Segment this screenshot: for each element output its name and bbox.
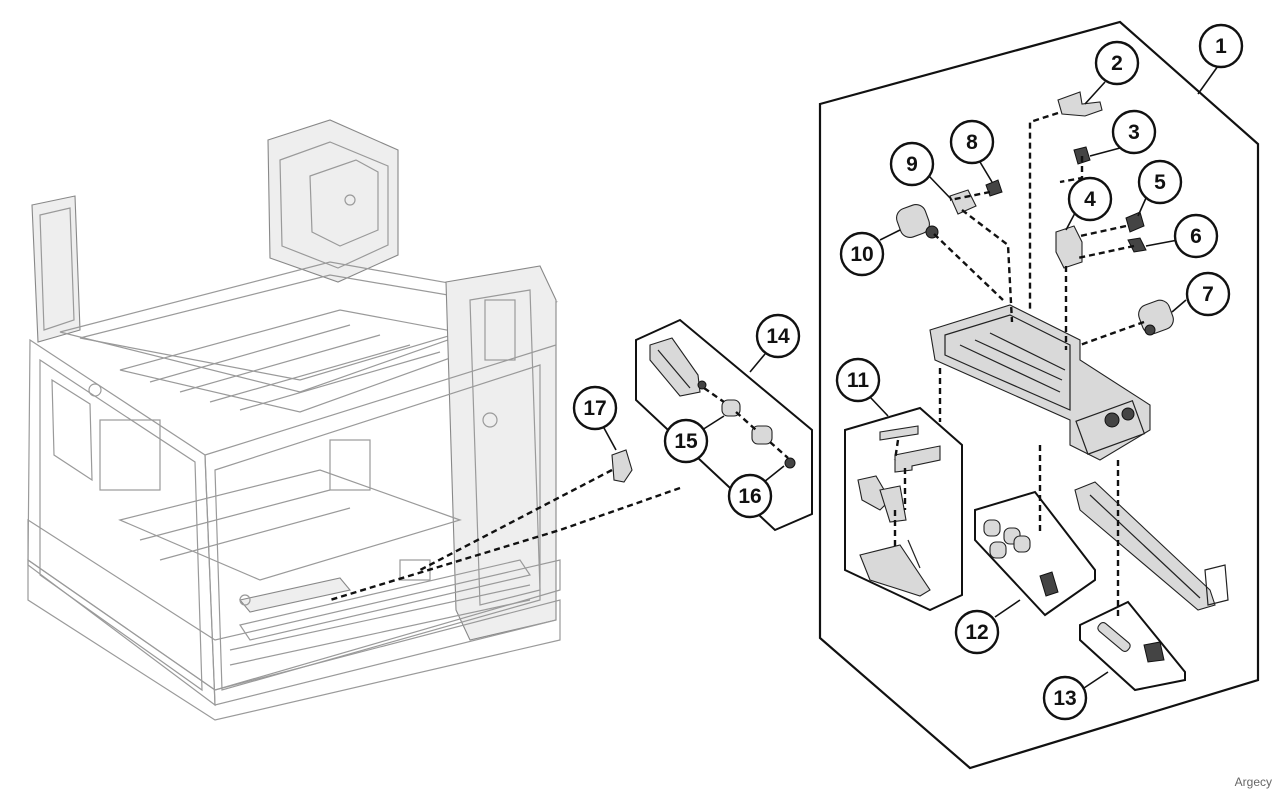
svg-text:11: 11 [847, 369, 870, 392]
callout-4: 4 [1067, 176, 1113, 222]
callout-2: 2 [1094, 40, 1140, 86]
callout-14: 14 [755, 313, 801, 359]
svg-text:3: 3 [1128, 121, 1140, 144]
subassembly-13-box [1079, 600, 1186, 692]
callout-1: 1 [1198, 23, 1244, 69]
svg-text:15: 15 [674, 430, 698, 453]
subassembly-12-box [974, 490, 1096, 617]
callout-5: 5 [1137, 159, 1183, 205]
svg-text:12: 12 [965, 621, 988, 644]
watermark-text: Argecy [1234, 775, 1272, 789]
callout-6: 6 [1173, 213, 1219, 259]
svg-text:6: 6 [1190, 225, 1202, 248]
assembly-1-outline [818, 20, 1260, 770]
svg-text:1: 1 [1215, 35, 1227, 58]
callout-16: 16 [727, 473, 773, 519]
callout-15: 15 [663, 418, 709, 464]
svg-text:14: 14 [766, 325, 790, 348]
printer-frame-drawing [27, 119, 561, 721]
svg-text:8: 8 [966, 131, 978, 154]
svg-text:9: 9 [906, 153, 918, 176]
callout-3: 3 [1111, 109, 1157, 155]
svg-text:16: 16 [738, 485, 761, 508]
callout-8: 8 [949, 119, 995, 165]
svg-text:13: 13 [1053, 687, 1076, 710]
callout-13: 13 [1042, 675, 1088, 721]
callout-10: 10 [839, 231, 885, 277]
callout-12: 12 [954, 609, 1000, 655]
dashed-connector-lines [329, 111, 1145, 620]
subassembly-11-box [844, 406, 963, 612]
callout-7: 7 [1185, 271, 1231, 317]
parts-in-assembly-1 [857, 91, 1229, 663]
svg-text:5: 5 [1154, 171, 1166, 194]
svg-text:4: 4 [1084, 188, 1096, 211]
callout-9: 9 [889, 141, 935, 187]
parts-in-assembly-14 [649, 337, 796, 469]
svg-text:7: 7 [1202, 283, 1214, 306]
subassembly-14-box [635, 318, 813, 532]
callout-17: 17 [572, 385, 618, 431]
callout-leaders [603, 65, 1219, 689]
svg-text:2: 2 [1111, 52, 1123, 75]
svg-text:17: 17 [583, 397, 606, 420]
callout-11: 11 [835, 357, 881, 403]
svg-text:10: 10 [850, 243, 873, 266]
part-17-drawing [611, 449, 633, 483]
